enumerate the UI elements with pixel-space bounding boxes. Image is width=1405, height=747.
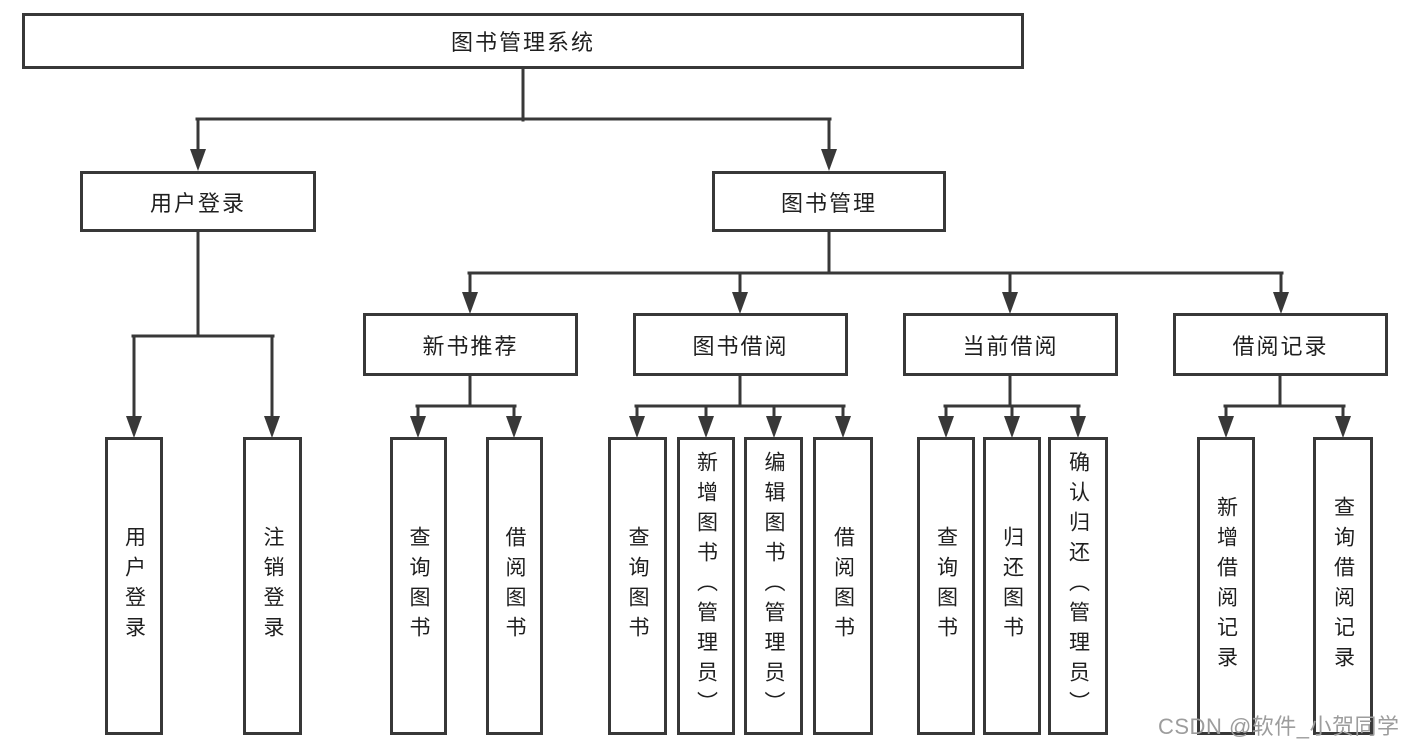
leaf-query-books-3: 查询图书 (917, 437, 975, 735)
node-user-login: 用户登录 (80, 171, 316, 232)
arrowhead-down-icon (732, 292, 748, 314)
leaf-query-borrow-record-label: 查询借阅记录 (1331, 496, 1355, 676)
leaf-query-books-1-label: 查询图书 (407, 526, 430, 646)
leaf-user-login-label: 用户登录 (122, 526, 146, 646)
leaf-add-borrow-record: 新增借阅记录 (1197, 437, 1255, 735)
node-book-borrowing: 图书借阅 (633, 313, 848, 376)
leaf-borrow-books-1: 借阅图书 (486, 437, 543, 735)
arrowhead-down-icon (410, 416, 426, 438)
leaf-borrow-books-1-label: 借阅图书 (503, 526, 526, 646)
leaf-query-books-3-label: 查询图书 (934, 526, 958, 646)
leaf-query-books-2-label: 查询图书 (626, 526, 649, 646)
arrowhead-down-icon (1002, 292, 1018, 314)
leaf-logout: 注销登录 (243, 437, 302, 735)
leaf-borrow-books-2: 借阅图书 (813, 437, 873, 735)
leaf-confirm-return-admin: 确认归还（管理员） (1048, 437, 1108, 735)
node-borrowing-records: 借阅记录 (1173, 313, 1388, 376)
arrowhead-down-icon (264, 416, 280, 438)
leaf-query-books-2: 查询图书 (608, 437, 667, 735)
arrowhead-down-icon (766, 416, 782, 438)
leaf-add-book-admin: 新增图书（管理员） (677, 437, 735, 735)
leaf-edit-book-admin-label: 编辑图书（管理员） (762, 451, 785, 721)
leaf-add-book-admin-label: 新增图书（管理员） (694, 451, 718, 721)
csdn-watermark: CSDN @软件_小贺同学 (1158, 714, 1400, 739)
node-book-borrowing-label: 图书借阅 (692, 333, 789, 359)
node-current-borrowing: 当前借阅 (903, 313, 1118, 376)
node-book-management: 图书管理 (712, 171, 946, 232)
node-root-label: 图书管理系统 (450, 30, 595, 55)
node-borrowing-records-label: 借阅记录 (1232, 333, 1329, 359)
node-root: 图书管理系统 (22, 13, 1024, 69)
node-current-borrowing-label: 当前借阅 (962, 333, 1059, 359)
leaf-add-borrow-record-label: 新增借阅记录 (1214, 496, 1238, 676)
leaf-logout-label: 注销登录 (261, 526, 284, 646)
arrowhead-down-icon (1218, 416, 1234, 438)
node-user-login-label: 用户登录 (149, 190, 246, 216)
node-new-book-recommend-label: 新书推荐 (422, 333, 519, 359)
leaf-query-books-1: 查询图书 (390, 437, 447, 735)
leaf-borrow-books-2-label: 借阅图书 (831, 526, 855, 646)
node-book-management-label: 图书管理 (780, 190, 877, 216)
leaf-query-borrow-record: 查询借阅记录 (1313, 437, 1373, 735)
arrowhead-down-icon (698, 416, 714, 438)
leaf-confirm-return-admin-label: 确认归还（管理员） (1066, 451, 1090, 721)
arrowhead-down-icon (1273, 292, 1289, 314)
arrowhead-down-icon (629, 416, 645, 438)
arrowhead-down-icon (1070, 416, 1086, 438)
arrowhead-down-icon (190, 149, 206, 171)
leaf-edit-book-admin: 编辑图书（管理员） (744, 437, 803, 735)
arrowhead-down-icon (835, 416, 851, 438)
leaf-user-login: 用户登录 (105, 437, 163, 735)
arrowhead-down-icon (938, 416, 954, 438)
arrowhead-down-icon (1004, 416, 1020, 438)
leaf-return-book-label: 归还图书 (1000, 526, 1024, 646)
arrowhead-down-icon (506, 416, 522, 438)
arrowhead-down-icon (126, 416, 142, 438)
leaf-return-book: 归还图书 (983, 437, 1041, 735)
arrowhead-down-icon (821, 149, 837, 171)
arrowhead-down-icon (462, 292, 478, 314)
node-new-book-recommend: 新书推荐 (363, 313, 578, 376)
arrowhead-down-icon (1335, 416, 1351, 438)
